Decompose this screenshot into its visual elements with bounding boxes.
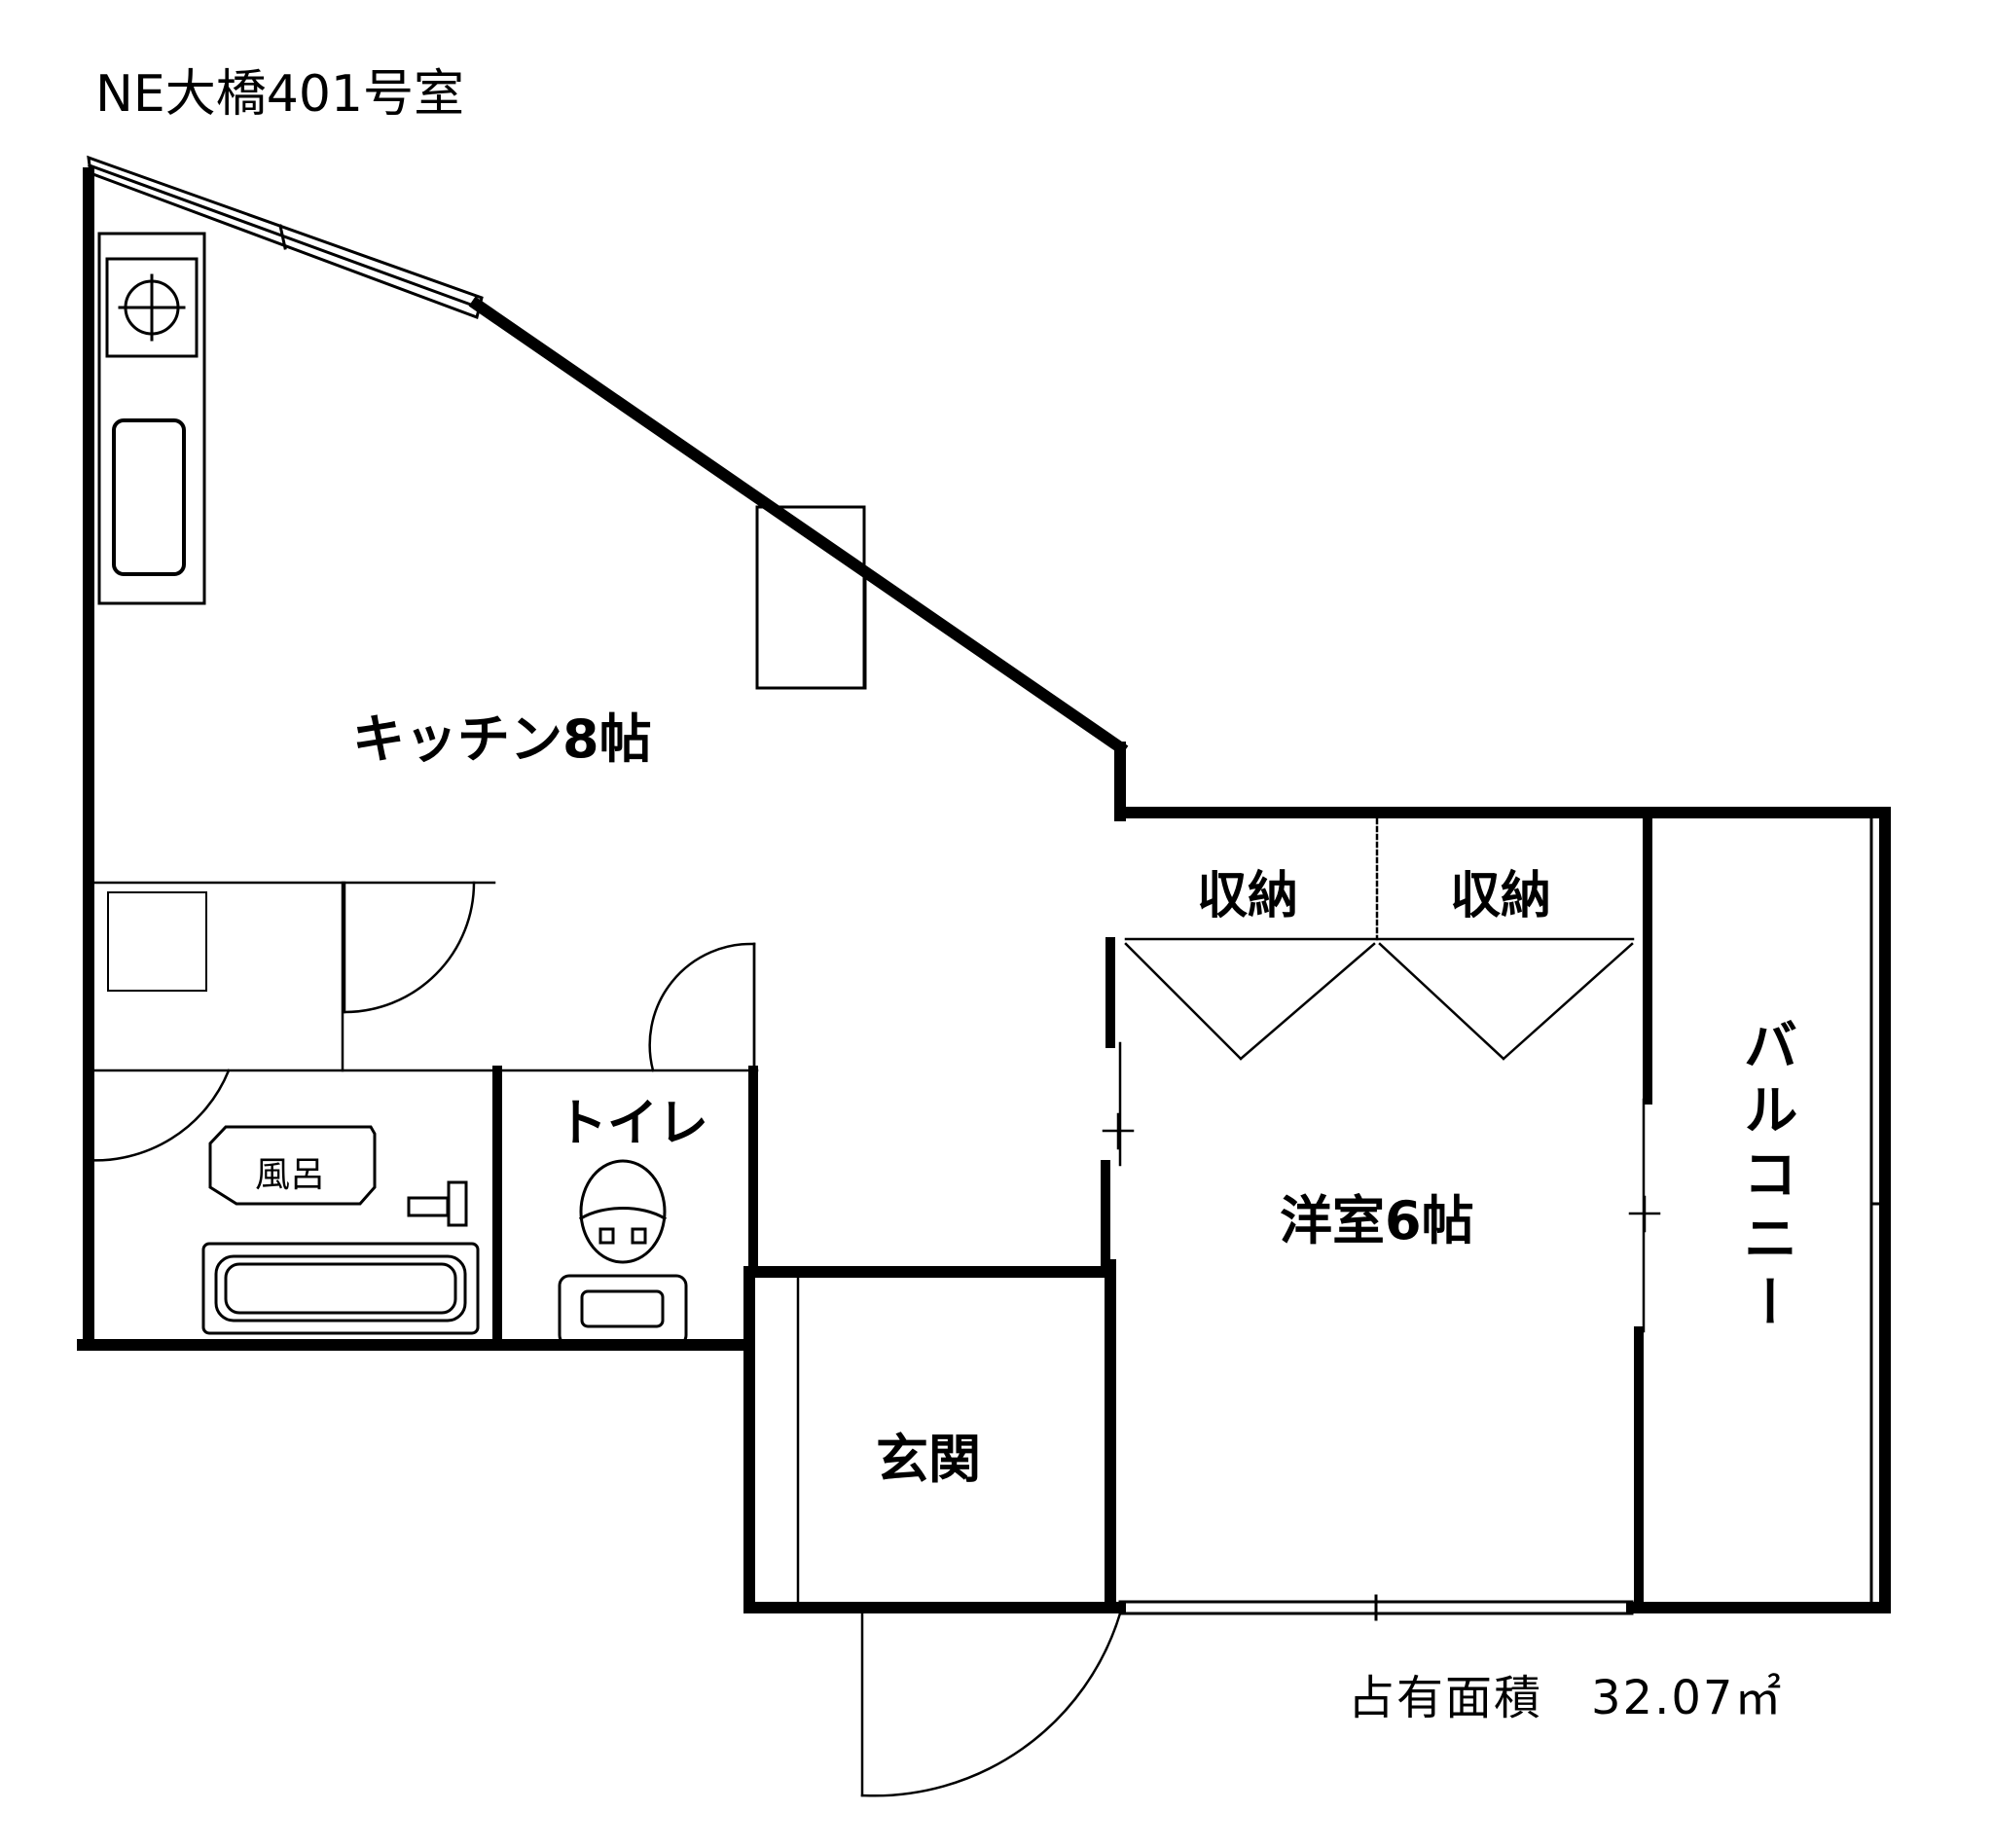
storage-right-label: 収納 [1450, 867, 1552, 925]
floor-plan-title: NE大橋401号室 [95, 65, 465, 124]
bath-faucet [407, 1180, 468, 1227]
storage-left-label: 収納 [1197, 867, 1299, 925]
interior-walls [492, 813, 1652, 1612]
kitchen-sink [112, 418, 186, 576]
entrance-label: 玄関 [876, 1429, 981, 1490]
cabinet [755, 505, 867, 690]
thin-walls [92, 817, 1887, 1606]
bath-label: 風呂 [255, 1155, 326, 1195]
toilet-label: トイレ [557, 1095, 709, 1153]
kitchen-label: キッチン8帖 [352, 708, 652, 770]
balcony-label: バルコニー [1734, 1017, 1797, 1338]
toilet [558, 1159, 688, 1347]
washbasin [208, 1125, 377, 1206]
kitchen-counter [97, 232, 206, 605]
bathtub [201, 1242, 480, 1335]
floor-area-text: 占有面積 32.07㎡ [1348, 1671, 1784, 1725]
fridge-space [107, 891, 207, 992]
western-room-label: 洋室6帖 [1280, 1190, 1474, 1251]
stove-burner [105, 257, 199, 358]
windows [87, 155, 1887, 1621]
doors [83, 881, 1661, 1797]
exterior-walls [77, 167, 1891, 1613]
